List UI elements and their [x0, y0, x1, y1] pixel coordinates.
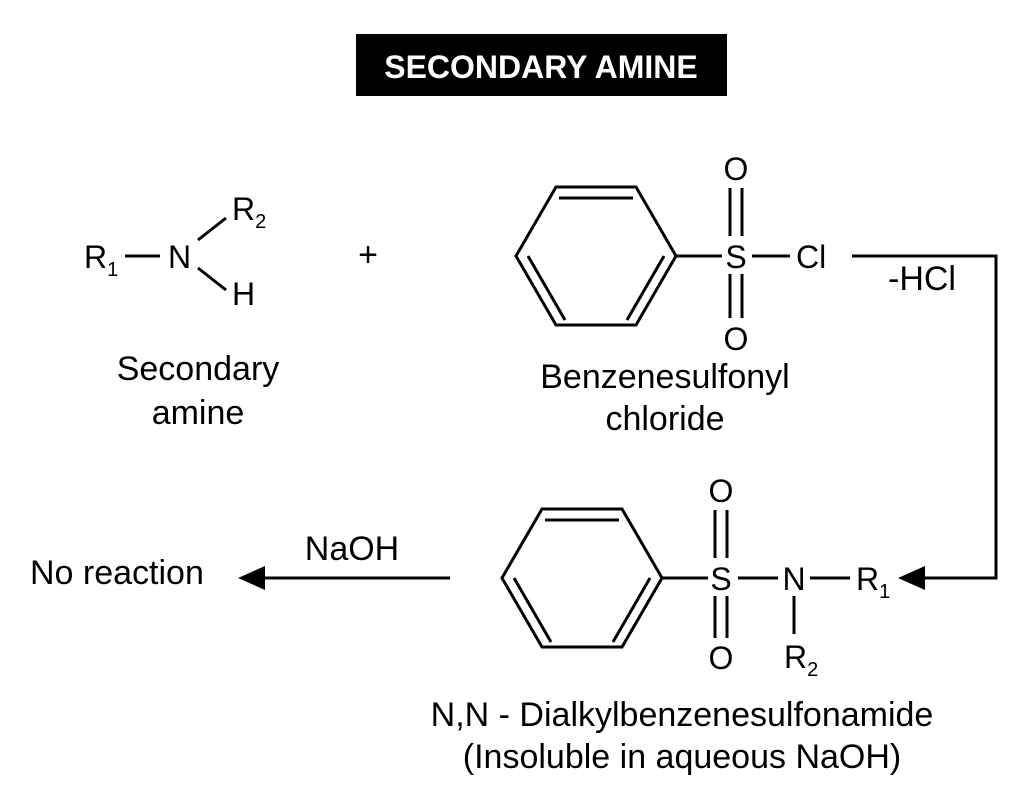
product-s-atom: S — [710, 561, 731, 597]
sulfonyl-caption-line2: chloride — [605, 400, 724, 438]
naoh-arrow: NaOH — [238, 530, 450, 590]
plus-sign: + — [358, 236, 378, 274]
amine-r2-atom: R2 — [232, 191, 266, 233]
sulfonamide-product-structure: S O O N R1 R2 N,N - Dialkylbenzenesulfon… — [431, 473, 934, 776]
amine-caption-line2: amine — [152, 394, 245, 432]
reaction-arrowhead — [898, 566, 925, 590]
amine-n-r2-bond — [197, 216, 227, 242]
reaction-arrow: -HCl — [852, 254, 998, 590]
title-background — [356, 34, 727, 96]
amine-caption-line1: Secondary — [117, 350, 280, 388]
sulfonyl-o-bottom-atom: O — [724, 321, 749, 357]
reaction-arrow-line — [852, 254, 998, 580]
product-r1-atom: R1 — [856, 561, 890, 603]
naoh-reagent-label: NaOH — [305, 530, 399, 568]
title-text: SECONDARY AMINE — [384, 49, 698, 85]
amine-h-atom: H — [232, 276, 255, 312]
amine-n-h-bond — [197, 266, 227, 292]
secondary-amine-structure: R1 N R2 H Secondary amine — [84, 191, 279, 432]
naoh-arrowhead — [238, 566, 265, 590]
product-o-top-atom: O — [709, 473, 734, 509]
byproduct-hcl-label: -HCl — [888, 260, 956, 298]
benzenesulfonyl-chloride-structure: S O O Cl Benzenesulfonyl chloride — [514, 151, 826, 438]
sulfonyl-cl-atom: Cl — [796, 239, 826, 275]
reactant-benzene-ring — [514, 185, 678, 327]
amine-n-atom: N — [168, 239, 191, 275]
title-banner: SECONDARY AMINE — [356, 34, 727, 96]
sulfonyl-o-top-atom: O — [724, 151, 749, 187]
no-reaction-label: No reaction — [30, 554, 204, 592]
product-caption-line2: (Insoluble in aqueous NaOH) — [463, 738, 901, 776]
product-benzene-ring — [500, 507, 664, 649]
sulfonyl-s-atom: S — [725, 239, 746, 275]
amine-r1-atom: R1 — [84, 239, 118, 281]
product-o-bottom-atom: O — [709, 640, 734, 676]
product-caption-line1: N,N - Dialkylbenzenesulfonamide — [431, 696, 934, 734]
sulfonyl-caption-line1: Benzenesulfonyl — [540, 358, 790, 396]
product-n-atom: N — [782, 561, 805, 597]
product-r2-atom: R2 — [784, 639, 818, 681]
